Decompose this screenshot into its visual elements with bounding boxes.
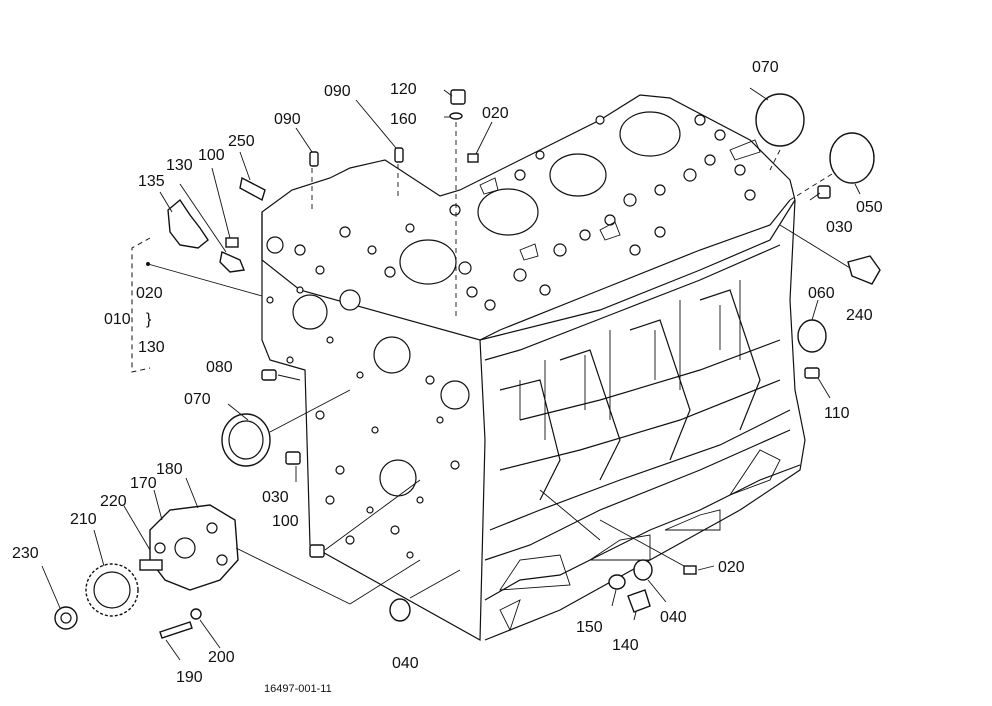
callout-130-bracket: 130 bbox=[138, 339, 165, 356]
part-240-sender bbox=[847, 255, 881, 285]
part-020-plug bbox=[467, 153, 479, 163]
callout-030-left: 030 bbox=[262, 489, 289, 506]
part-190-bolt bbox=[159, 621, 193, 639]
callout-020-top: 020 bbox=[482, 105, 509, 122]
part-150-gasket bbox=[608, 574, 626, 590]
callout-brace: } bbox=[146, 311, 152, 328]
part-030-plug bbox=[817, 185, 831, 199]
callout-200: 200 bbox=[208, 649, 235, 666]
callout-220: 220 bbox=[100, 493, 127, 510]
deck-holes bbox=[294, 114, 761, 311]
part-100-pin bbox=[225, 237, 239, 248]
part-050-cap bbox=[829, 132, 875, 184]
callout-040-right: 040 bbox=[660, 609, 687, 626]
callout-250: 250 bbox=[228, 133, 255, 150]
part-060-seal bbox=[797, 319, 827, 353]
part-140-drain-plug bbox=[627, 589, 651, 613]
callout-130: 130 bbox=[166, 157, 193, 174]
callout-140: 140 bbox=[612, 637, 639, 654]
parts bbox=[54, 89, 881, 639]
part-090-pin-b bbox=[394, 147, 404, 163]
part-120-plug bbox=[450, 89, 466, 105]
callout-135: 135 bbox=[138, 173, 165, 190]
callout-110: 110 bbox=[824, 405, 850, 422]
callout-020-right: 020 bbox=[718, 559, 745, 576]
callout-100-top: 100 bbox=[198, 147, 225, 164]
callout-050: 050 bbox=[856, 199, 883, 216]
callout-060: 060 bbox=[808, 285, 835, 302]
callout-170: 170 bbox=[130, 475, 157, 492]
part-030-plug-left bbox=[285, 451, 301, 465]
reference-number: 16497-001-11 bbox=[264, 683, 332, 695]
part-040-plug-bottom bbox=[389, 598, 411, 622]
part-110-pin bbox=[804, 367, 820, 379]
callout-230: 230 bbox=[12, 545, 39, 562]
callout-100-bottom: 100 bbox=[272, 513, 299, 530]
part-250-fitting bbox=[239, 176, 266, 202]
callout-090-b: 090 bbox=[324, 83, 351, 100]
callout-010: 010 bbox=[104, 311, 131, 328]
cylinder-block bbox=[261, 94, 806, 642]
callout-040-bottom: 040 bbox=[392, 655, 419, 672]
callout-080: 080 bbox=[206, 359, 233, 376]
part-220-shaft bbox=[139, 559, 163, 571]
callout-150: 150 bbox=[576, 619, 603, 636]
part-100-pin-bottom bbox=[309, 544, 325, 558]
part-070-cap bbox=[755, 93, 805, 147]
part-040-plug-right bbox=[633, 559, 653, 581]
callout-190: 190 bbox=[176, 669, 203, 686]
part-080-pin bbox=[261, 369, 277, 381]
callout-070-left: 070 bbox=[184, 391, 211, 408]
assembly-010-bracket bbox=[131, 237, 151, 373]
leader-lines bbox=[41, 87, 861, 661]
part-200-washer bbox=[190, 608, 202, 620]
part-160-ring bbox=[449, 112, 463, 120]
callout-090-a: 090 bbox=[274, 111, 301, 128]
cylinder-bores bbox=[399, 111, 681, 285]
callout-labels: 010 020 } 130 135 130 100 250 090 090 12… bbox=[12, 59, 883, 695]
callout-070-top: 070 bbox=[752, 59, 779, 76]
part-020-plug-right bbox=[683, 565, 697, 575]
front-face-holes bbox=[266, 236, 470, 559]
callout-180: 180 bbox=[156, 461, 183, 478]
part-090-pin-a bbox=[309, 151, 319, 167]
callout-160: 160 bbox=[390, 111, 417, 128]
part-130-union bbox=[219, 251, 245, 273]
callout-120: 120 bbox=[390, 81, 417, 98]
callout-210: 210 bbox=[70, 511, 97, 528]
callout-240: 240 bbox=[846, 307, 873, 324]
part-135-elbow bbox=[167, 198, 209, 249]
callout-030-right: 030 bbox=[826, 219, 853, 236]
callout-020-bracket: 020 bbox=[136, 285, 163, 302]
